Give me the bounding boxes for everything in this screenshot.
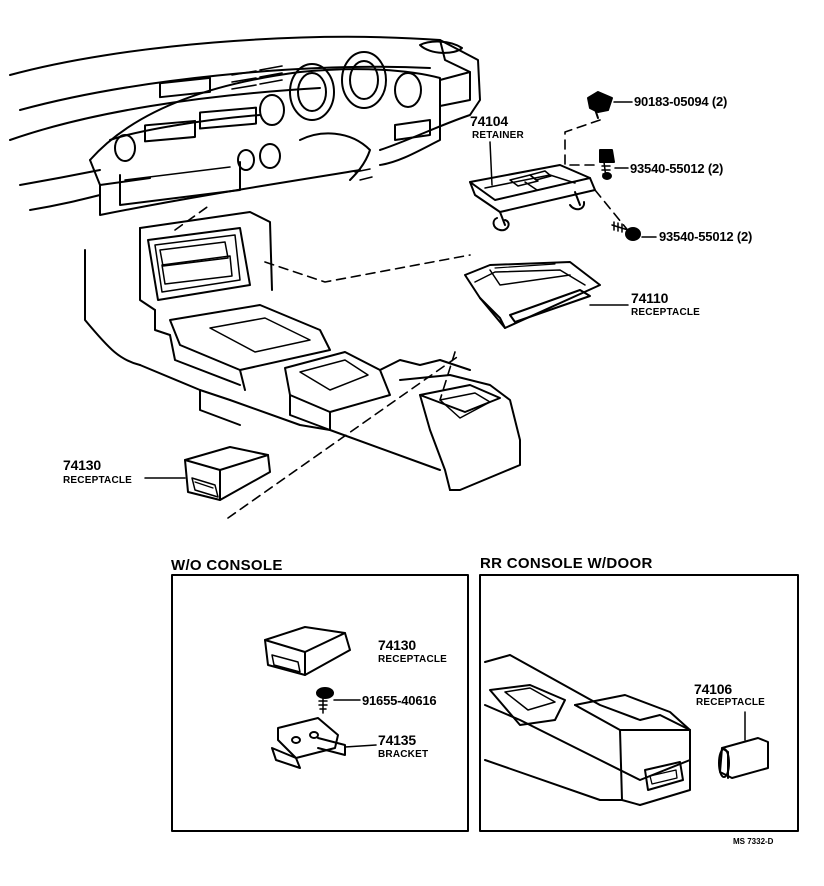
panel-callout-name-receptacle-74106: RECEPTACLE	[696, 697, 766, 708]
center-console-illustration	[84, 211, 521, 491]
panel-callout-number-74106: 74106	[694, 681, 732, 697]
receptacle-74130-illustration	[184, 446, 271, 501]
screw-93540-b-illustration	[611, 221, 641, 241]
panel-callout-part-91655: 91655-40616	[362, 693, 437, 708]
wo-console-screw-illustration	[316, 687, 361, 714]
wo-console-bracket-illustration	[271, 717, 377, 769]
clip-90183-illustration	[587, 91, 613, 119]
dashboard-illustration	[9, 35, 481, 216]
receptacle-74110-illustration	[464, 261, 601, 329]
callout-number-74130: 74130	[63, 457, 101, 473]
panel-callout-name-bracket: BRACKET	[378, 749, 429, 760]
leader-lines	[144, 101, 657, 479]
guide-lines	[174, 119, 631, 519]
callout-name-receptacle-74110: RECEPTACLE	[631, 307, 701, 318]
callout-number-74110: 74110	[631, 290, 669, 306]
panel-title-rr-console: RR CONSOLE W/DOOR	[480, 555, 653, 572]
wo-console-receptacle-illustration	[264, 626, 351, 676]
callout-part-90183: 90183-05094 (2)	[634, 94, 728, 109]
callout-number-74104: 74104	[470, 113, 508, 129]
rr-console-panel	[479, 574, 799, 832]
callout-name-receptacle-74130: RECEPTACLE	[63, 475, 133, 486]
retainer-74104-illustration	[469, 164, 596, 232]
wo-console-panel	[171, 574, 469, 832]
panel-callout-number-74135: 74135	[378, 732, 416, 748]
panel-callout-name-receptacle-74130: RECEPTACLE	[378, 654, 448, 665]
callout-part-93540-b: 93540-55012 (2)	[659, 229, 753, 244]
rr-console-body-illustration	[484, 654, 691, 806]
callout-part-93540-a: 93540-55012 (2)	[630, 161, 724, 176]
figure-code: MS 7332-D	[733, 837, 774, 846]
rr-console-receptacle-74106-illustration	[718, 711, 769, 779]
panel-title-wo-console: W/O CONSOLE	[171, 557, 283, 574]
screw-93540-a-illustration	[599, 149, 615, 180]
panel-callout-number-74130: 74130	[378, 637, 416, 653]
callout-name-retainer: RETAINER	[472, 130, 524, 141]
